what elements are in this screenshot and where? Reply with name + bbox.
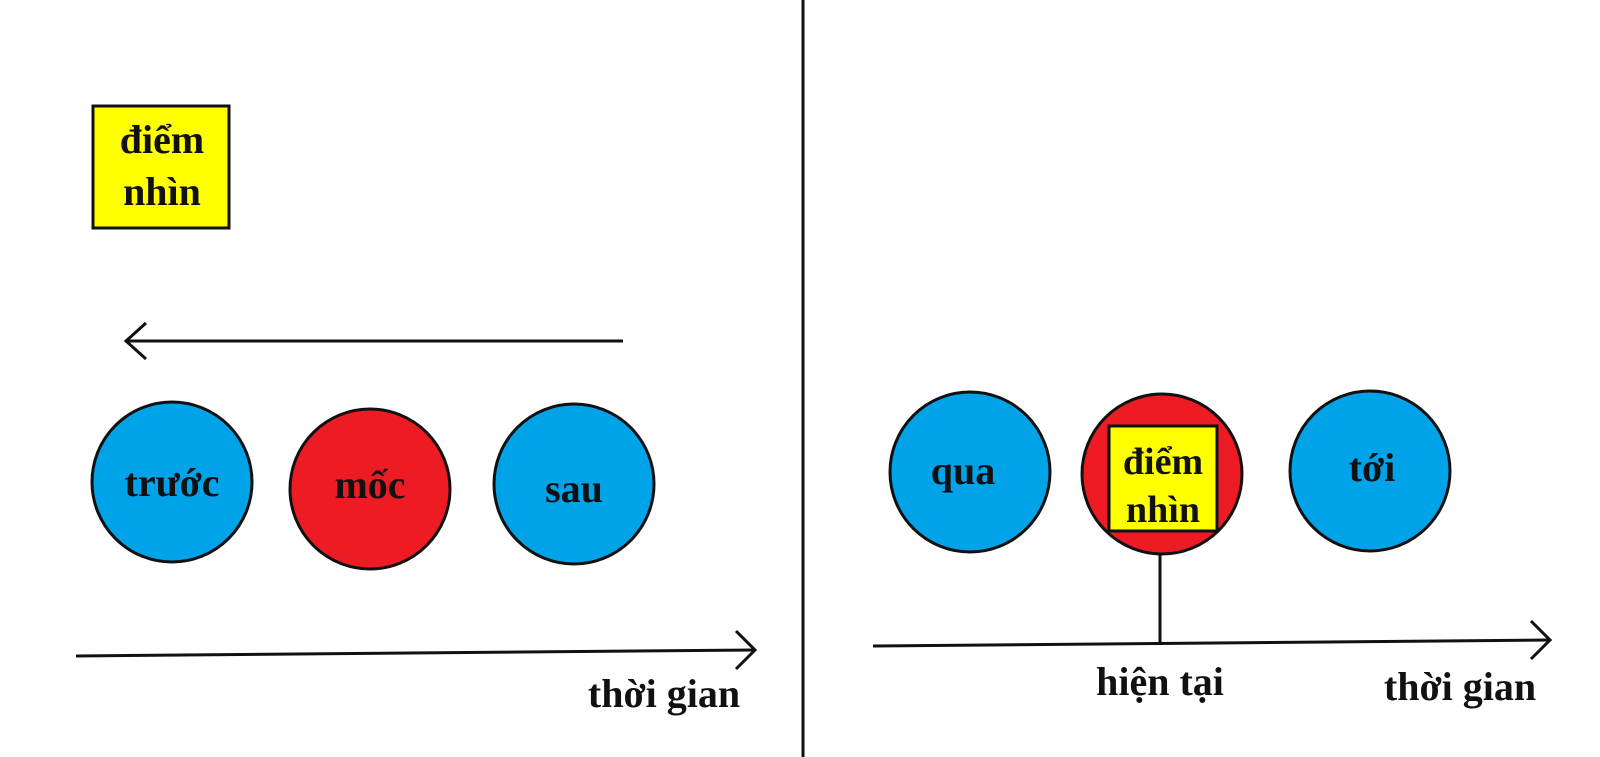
circle-toi-label: tới [1349, 445, 1396, 490]
circle-qua-label: qua [931, 448, 996, 493]
left-direction-arrowhead-icon [123, 321, 148, 361]
circle-truoc [90, 400, 254, 564]
circle-toi [1288, 389, 1452, 553]
circle-qua [888, 390, 1052, 554]
right-time-axis-arrowhead-icon [1529, 619, 1553, 661]
left-panel: điểm nhìn trước mốc sau thời gian [75, 104, 758, 716]
circle-moc [288, 407, 452, 571]
right-time-axis-label: thời gian [1384, 664, 1536, 709]
circle-sau [492, 402, 656, 566]
circle-sau-label: sau [545, 466, 603, 511]
present-marker-label: hiện tại [1096, 659, 1224, 704]
left-viewpoint-box [91, 104, 231, 230]
left-viewpoint-line1: điểm [120, 117, 204, 162]
left-time-axis-label: thời gian [588, 671, 740, 716]
right-viewpoint-line1: điểm [1123, 441, 1203, 483]
right-viewpoint-line2: nhìn [1126, 489, 1200, 531]
right-viewpoint-box [1107, 424, 1219, 533]
left-time-axis-arrowhead-icon [734, 629, 758, 671]
left-time-axis [75, 648, 756, 658]
right-time-axis [872, 638, 1551, 648]
circle-moc-label: mốc [334, 462, 405, 507]
circle-truoc-label: trước [125, 460, 220, 505]
right-panel: qua điểm nhìn tới hiện tại thời gian [872, 389, 1553, 709]
left-viewpoint-line2: nhìn [123, 169, 201, 214]
